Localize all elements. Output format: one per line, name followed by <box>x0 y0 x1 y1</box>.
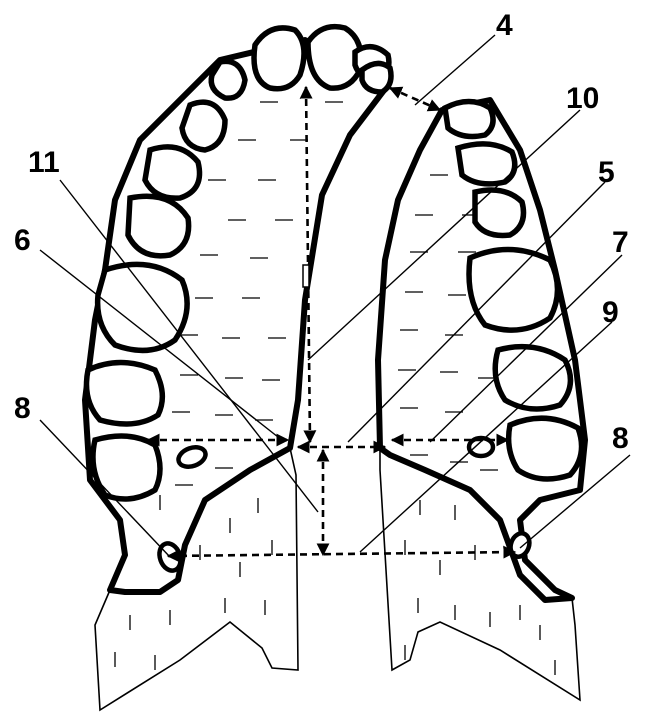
right-teeth <box>305 23 585 482</box>
dim-gap-marker <box>302 264 310 288</box>
tooth-l2 <box>208 58 248 101</box>
tooth-l5 <box>125 193 192 259</box>
left-teeth <box>83 25 307 502</box>
label-8-right: 8 <box>612 422 629 455</box>
tooth-r6 <box>505 415 585 482</box>
label-10: 10 <box>566 82 599 115</box>
tooth-c3 <box>359 60 394 95</box>
leader-6 <box>39 249 279 438</box>
leader-8-left <box>39 419 171 558</box>
tooth-r1 <box>441 98 496 140</box>
tooth-r3 <box>472 187 527 239</box>
right-palate-hatching <box>398 174 498 471</box>
label-5: 5 <box>598 156 615 189</box>
left-foramen-small <box>176 445 208 469</box>
leader-7 <box>429 254 623 443</box>
tooth-l1 <box>251 25 307 92</box>
dim-posterior-width <box>166 545 517 563</box>
tooth-l3 <box>179 99 228 153</box>
label-6: 6 <box>14 224 31 257</box>
leader-8-right <box>519 454 631 549</box>
bone-hatching <box>114 495 556 675</box>
tooth-l6 <box>94 261 190 354</box>
label-4: 4 <box>496 9 513 42</box>
dim-alveolar-gap <box>388 86 442 112</box>
tooth-l8 <box>90 433 163 502</box>
label-8-left: 8 <box>14 392 31 425</box>
tooth-l4 <box>142 144 203 201</box>
leader-11 <box>59 179 319 513</box>
tooth-r4 <box>466 246 561 333</box>
leader-4 <box>414 34 496 106</box>
label-9: 9 <box>602 296 619 329</box>
tooth-r5 <box>492 343 574 412</box>
dimension-arrows <box>146 85 517 563</box>
leader-5 <box>347 181 606 443</box>
label-7: 7 <box>612 226 629 259</box>
leader-10 <box>307 109 581 361</box>
tooth-l7 <box>83 359 166 427</box>
label-11: 11 <box>28 146 60 179</box>
